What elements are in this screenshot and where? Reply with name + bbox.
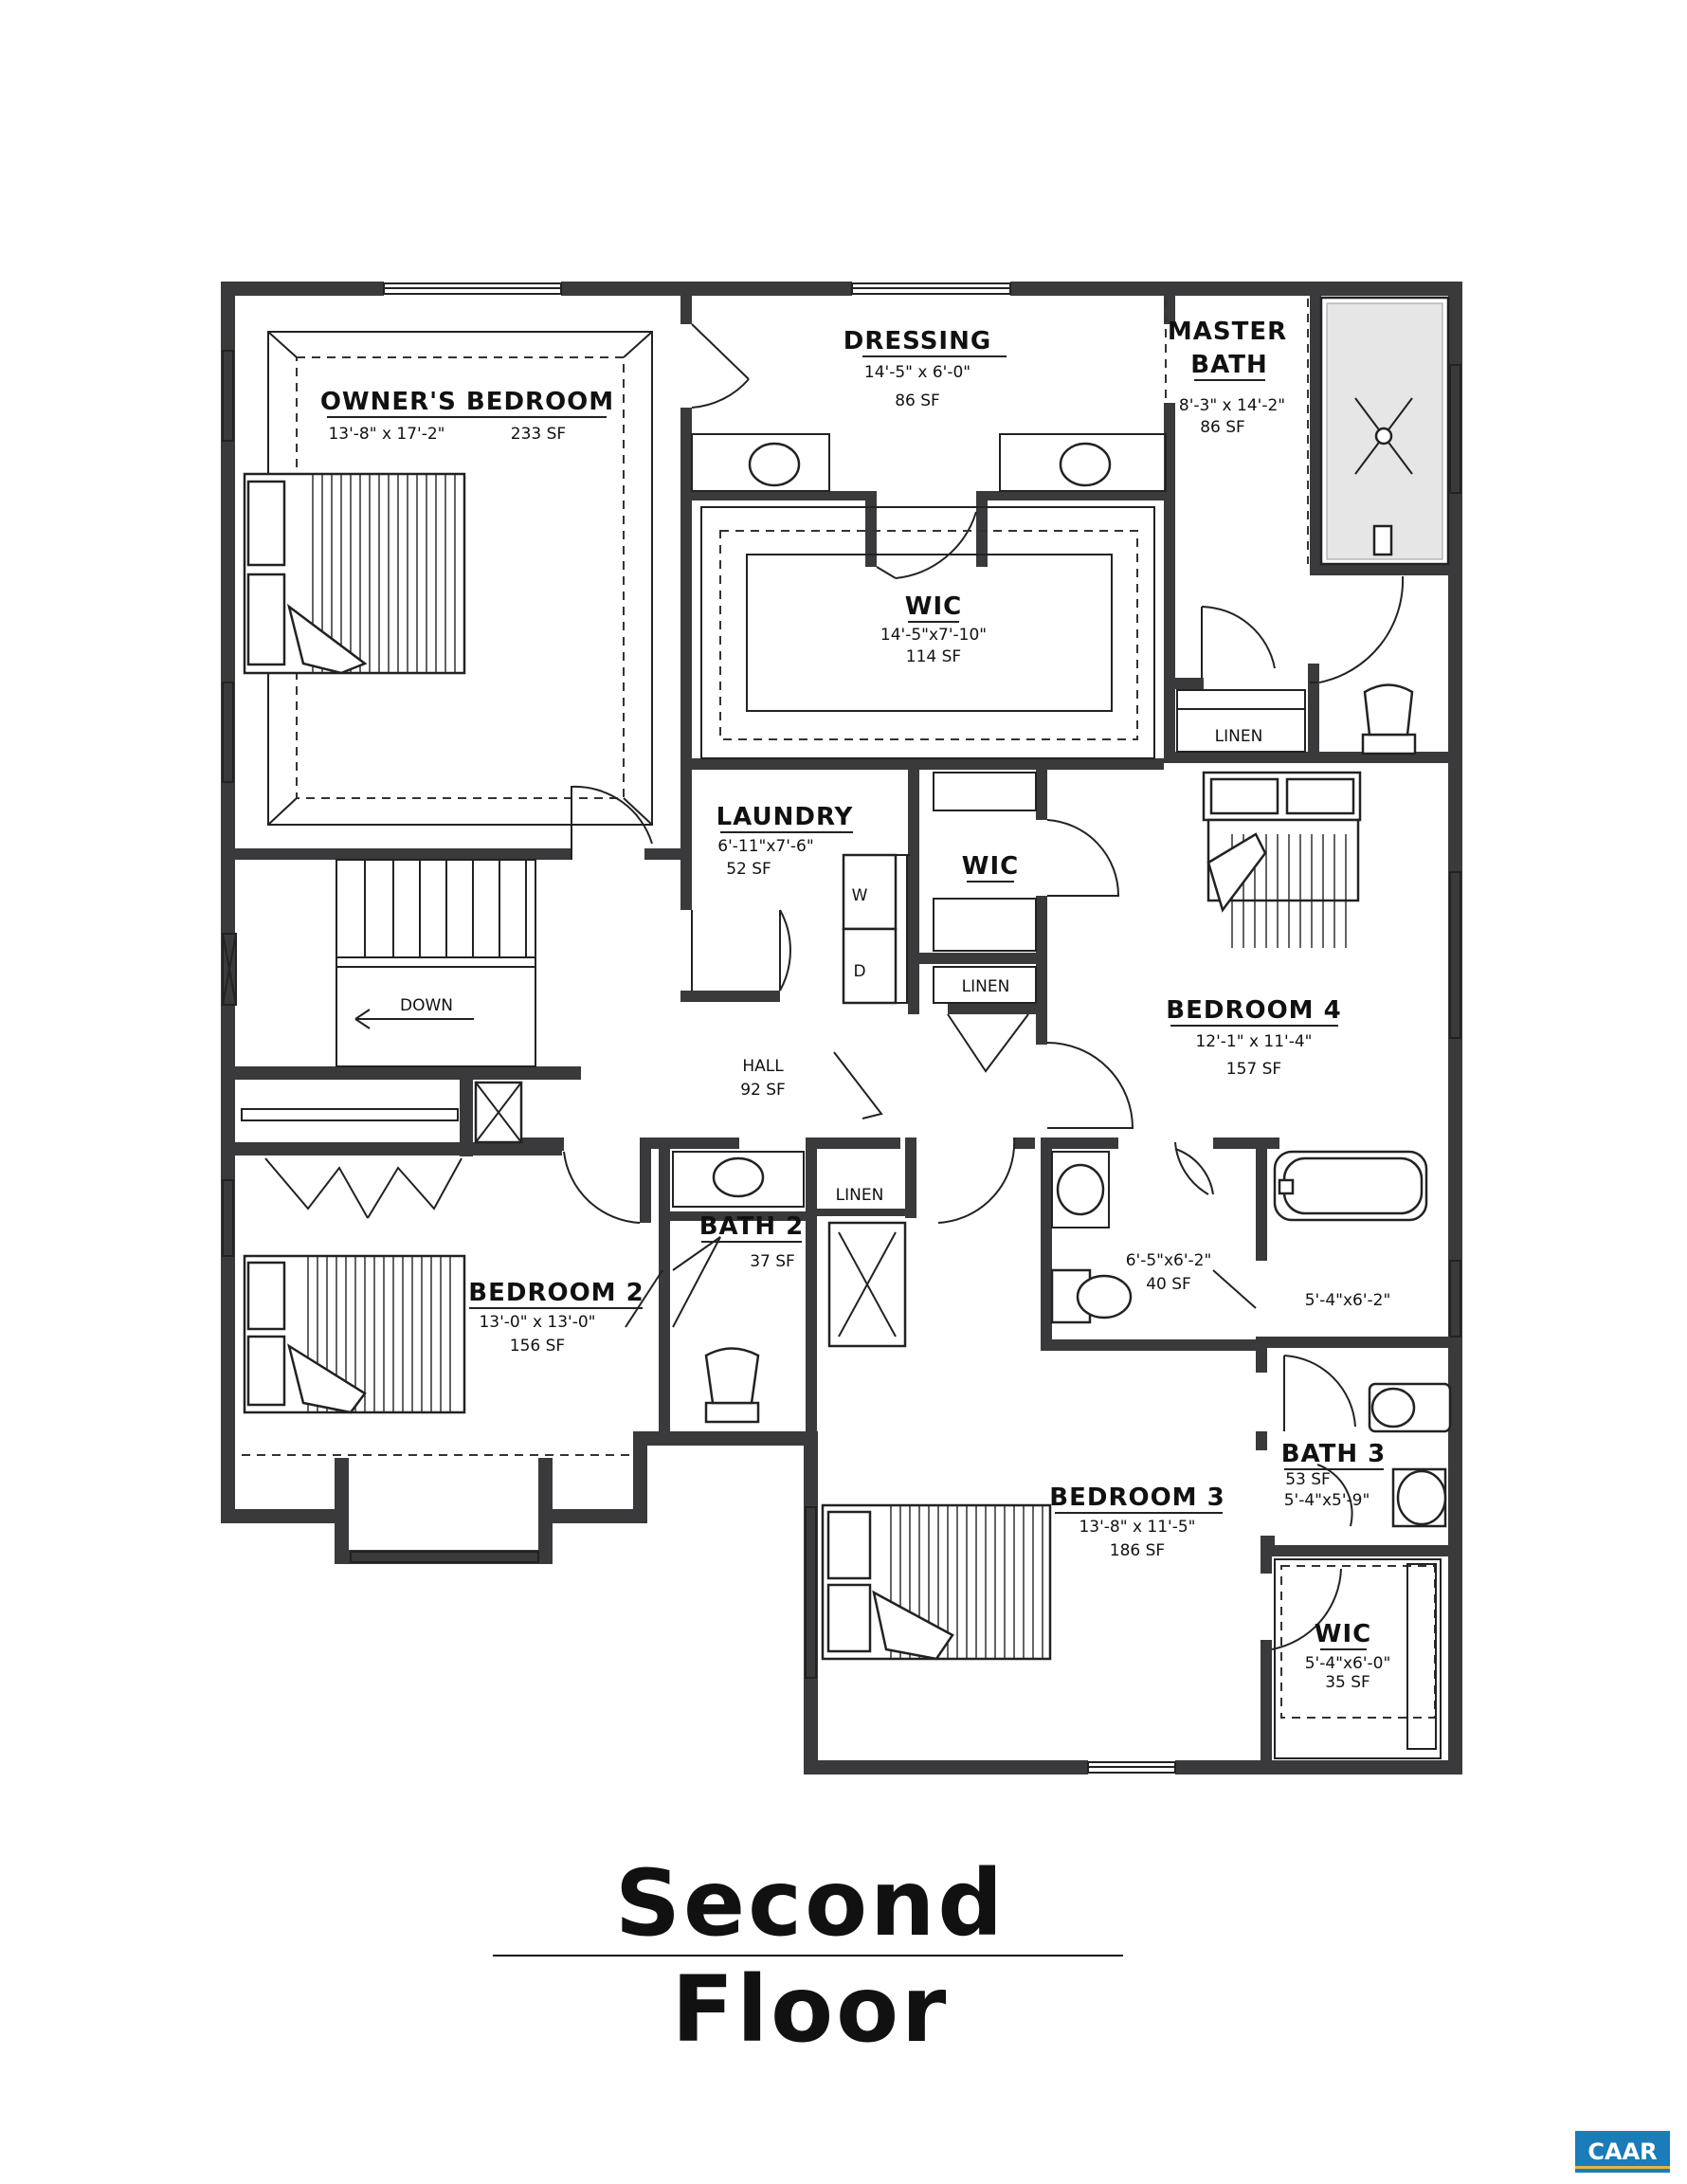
bedroom2-dims: 13'-0" x 13'-0": [479, 1313, 595, 1332]
bedroom3-sf: 186 SF: [1110, 1541, 1165, 1560]
windows: [222, 282, 1461, 1774]
exterior-walls: [221, 282, 1462, 1774]
bath3-name: BATH 3: [1281, 1440, 1387, 1468]
floor-title: Second Floor: [614, 1850, 1007, 2063]
dressing-dims: 14'-5" x 6'-0": [864, 363, 970, 382]
jack-jill-bath-fixtures: [1050, 1148, 1452, 1528]
master-bath-name-1: MASTER: [1168, 318, 1287, 346]
dressing-name: DRESSING: [844, 327, 991, 355]
room-labels: OWNER'S BEDROOM 13'-8" x 17'-2" 233 SF D…: [320, 318, 1390, 1692]
bedroom3-dims: 13'-8" x 11'-5": [1079, 1518, 1195, 1537]
dryer-label: D: [853, 962, 865, 981]
master-bath-fixtures: [1165, 296, 1450, 755]
washer-label: W: [852, 886, 868, 905]
interior-walls: [221, 296, 1452, 1763]
closet-bi-fold: [264, 1157, 463, 1219]
vanity-bath-sf: 40 SF: [1146, 1275, 1191, 1294]
bath3-sf: 53 SF: [1285, 1470, 1331, 1489]
linen-hall-name: LINEN: [962, 977, 1010, 996]
laundry-name: LAUNDRY: [717, 803, 854, 831]
bath2-name: BATH 2: [699, 1212, 805, 1241]
laundry-sf: 52 SF: [726, 860, 771, 879]
bedroom3-name: BEDROOM 3: [1049, 1483, 1224, 1512]
dressing-vanity: [691, 323, 1167, 579]
laundry-fixtures: [691, 853, 910, 1005]
bed: [243, 472, 466, 675]
bedroom2-sf: 156 SF: [510, 1337, 565, 1356]
bedroom2-fixtures: [242, 1254, 663, 1456]
wic-master-sf: 114 SF: [906, 647, 961, 666]
stairs: [222, 859, 536, 1144]
bedroom4-fixtures: [1046, 771, 1362, 1195]
bedroom2-name: BEDROOM 2: [468, 1279, 644, 1307]
vanity-bath-dims: 6'-5"x6'-2": [1126, 1251, 1212, 1270]
master-bath-sf: 86 SF: [1200, 418, 1245, 437]
bedroom4-name: BEDROOM 4: [1166, 996, 1341, 1025]
bedroom4-dims: 12'-1" x 11'-4": [1195, 1032, 1312, 1051]
title-underline: [493, 1955, 1123, 1956]
bath2-sf: 37 SF: [750, 1252, 795, 1271]
bath3-dims: 5'-4"x5'-9": [1284, 1491, 1370, 1510]
wic-bed4-fixtures: [933, 772, 1120, 1073]
owners-bedroom-name: OWNER'S BEDROOM: [320, 388, 614, 416]
laundry-dims: 6'-11"x7'-6": [717, 837, 813, 856]
linen-master-name: LINEN: [1215, 727, 1263, 746]
bedroom3-fixtures: [821, 1503, 1442, 1759]
hall-doors: [563, 785, 1016, 1224]
wic-master-name: WIC: [905, 592, 962, 621]
wic-shelving: [700, 506, 1155, 759]
master-bath-dims: 8'-3" x 14'-2": [1179, 396, 1285, 415]
bedroom4-sf: 157 SF: [1226, 1060, 1281, 1079]
bath2-fixtures: [672, 1151, 907, 1424]
master-bath-name-2: BATH: [1190, 351, 1267, 379]
wic-bed3-name: WIC: [1315, 1620, 1371, 1648]
hall-name: HALL: [742, 1057, 784, 1076]
hall-sf: 92 SF: [740, 1081, 786, 1100]
stairs-down-label: DOWN: [400, 996, 453, 1015]
owners-bedroom-dims: 13'-8" x 17'-2": [328, 425, 444, 444]
owners-bedroom-sf: 233 SF: [511, 425, 566, 444]
linen-bath2-name: LINEN: [836, 1186, 884, 1205]
wic-bed3-dims: 5'-4"x6'-0": [1305, 1654, 1391, 1673]
wic-bed4-name: WIC: [962, 852, 1019, 881]
tub-bath-dims: 5'-4"x6'-2": [1305, 1291, 1391, 1310]
dressing-sf: 86 SF: [895, 391, 940, 410]
wic-master-dims: 14'-5"x7'-10": [880, 626, 987, 645]
wic-bed3-sf: 35 SF: [1325, 1673, 1370, 1692]
caar-logo: CAAR: [1575, 2131, 1670, 2173]
